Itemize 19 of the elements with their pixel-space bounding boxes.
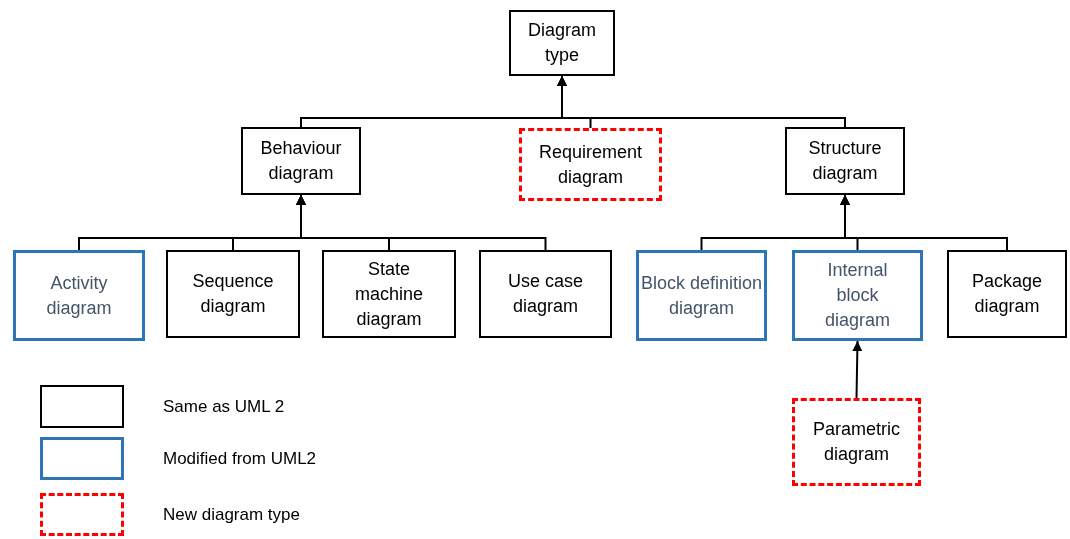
modified-diagram-box: Internal block diagram [792,250,923,341]
connector-arrow [852,340,863,399]
diagram-box: Package diagram [947,250,1067,338]
connector-arrow [557,75,846,128]
legend-label: New diagram type [163,505,300,525]
new-diagram-box: Parametric diagram [792,398,921,486]
new-diagram-box: Requirement diagram [519,128,662,201]
diagram-box: Diagram type [509,10,615,76]
modified-diagram-box: Block definition diagram [636,250,767,341]
legend-label: Modified from UML2 [163,449,317,469]
diagram-box: Structure diagram [785,127,905,195]
connector-arrow [296,194,547,251]
connector-arrow [840,194,1008,251]
diagram-box: Behaviour diagram [241,127,361,195]
legend-label: Same as UML 2 [163,397,285,417]
diagram-box: Use case diagram [479,250,612,338]
diagram-box: State machine diagram [322,250,456,338]
modified-diagram-box: Activity diagram [13,250,145,341]
diagram-box: Sequence diagram [166,250,300,338]
